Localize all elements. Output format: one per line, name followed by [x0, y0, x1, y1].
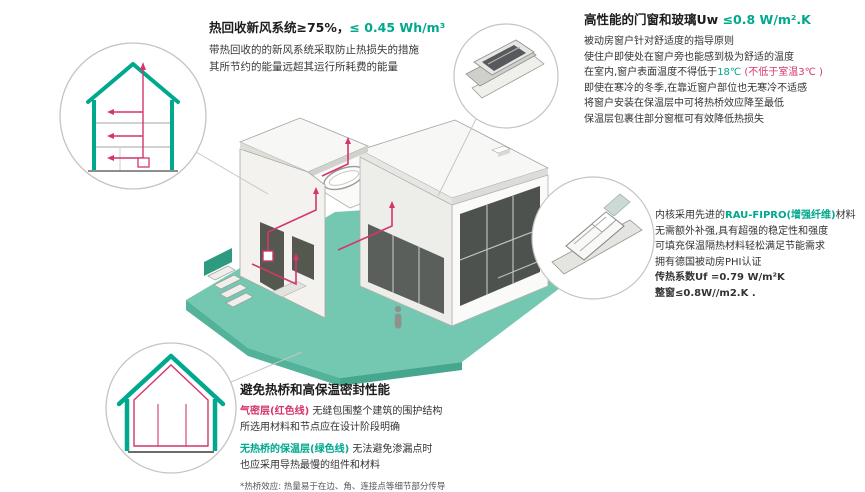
frame-text-block: 内核采用先进的RAU-FIPRO(增强纤维)材料 无需额外补强,具有超强的稳定性… [655, 208, 863, 301]
windows-line4: 即使在寒冷的冬季,在靠近窗户部位也无寒冷不适感 [584, 82, 808, 94]
glass-pane [603, 193, 631, 217]
frame-line2: 无需额外补强,具有超强的稳定性和强度 [655, 225, 829, 237]
frame-line4: 拥有德国被动房PHI认证 [655, 256, 762, 268]
airflow-arrows [107, 62, 146, 161]
windows-title-value: ≤0.8 W/m².K [722, 12, 811, 27]
thermal-footnote: *热桥效应: 热量易于在边、角、连接点等细节部分传导 [240, 482, 446, 492]
frame-line1-material: RAU-FIPRO(增强纤维) [725, 210, 836, 221]
section-roof [86, 62, 180, 104]
callout-frame-profile [531, 176, 655, 300]
thermal-p1-line1: 气密层(红色线) 无缝包围整个建筑的围护结构 [240, 404, 560, 420]
thermal-p2-line2: 也应采用导热最慢的组件和材料 [240, 459, 380, 471]
windows-line3-note: (不低于室温3℃ ) [741, 67, 823, 79]
windows-line3-temp: 18℃ [717, 67, 742, 79]
person-figure [394, 305, 402, 329]
ventilation-title-value: ≤ 0.45 Wh/m³ [349, 20, 446, 35]
thermal-title: 避免热桥和高保温密封性能 [240, 382, 391, 397]
frame-line1-text-a: 内核采用先进的 [655, 210, 725, 221]
windows-line5: 将窗户安装在保温层中可将热桥效应降至最低 [584, 98, 784, 110]
windows-text-block: 高性能的门窗和玻璃Uw ≤0.8 W/m².K 被动房窗户针对舒适度的指导原则 … [584, 12, 860, 127]
ventilation-duct-lines [251, 144, 393, 286]
airtight-layer-label: 气密层(红色线) [240, 406, 310, 418]
thermal-text-block: 避免热桥和高保温密封性能 气密层(红色线) 无缝包围整个建筑的围护结构 所选用材… [240, 382, 560, 492]
glass-curtain-wall [460, 186, 540, 306]
stairs [207, 265, 254, 308]
section-hrv-unit [137, 157, 150, 168]
windows-line6: 保温层包裹住部分窗框可有效降低热损失 [584, 113, 764, 125]
callout-thermal-envelope [105, 342, 237, 474]
spacer [240, 435, 560, 442]
thermal-p2-line1: 无热桥的保温层(绿色线) 无法避免渗漏点时 [240, 442, 560, 458]
windows-line1: 被动房窗户针对舒适度的指导原则 [584, 36, 734, 48]
frame-line1-text-b: 材料 [835, 210, 856, 221]
thermal-p1-line2: 所选用材料和节点应在设计阶段明确 [240, 421, 400, 433]
ventilation-desc-line2: 其所节约的能量远超其运行所耗费的能量 [209, 61, 398, 74]
callout-ventilation [59, 42, 207, 190]
house-left-wing [238, 117, 370, 319]
frame-uf-value: 传热系数Uf =0.79 W/m²K [655, 272, 785, 283]
ventilation-title: 热回收新风系统≥75%，≤ 0.45 Wh/m³ [209, 20, 481, 36]
hrv-unit [262, 250, 274, 262]
airtight-layer-line [133, 364, 209, 447]
thermal-p2-text: 无法避免渗漏点时 [349, 444, 433, 456]
ventilation-duct-arrows [293, 137, 395, 260]
house-right-wing [358, 119, 550, 327]
frame-line3: 可填充保温隔热材料轻松满足节能需求 [655, 241, 825, 252]
insulation-layer-label: 无热桥的保温层(绿色线) [240, 444, 350, 456]
windows-title-text: 高性能的门窗和玻璃Uw [584, 12, 723, 27]
windows-line3-text: 在室内,窗户表面温度不得低于 [584, 67, 718, 79]
section-duct-lines [114, 70, 144, 162]
window-opening [292, 236, 314, 280]
frame-uw-value: 整窗≤0.8W//m2.K . [655, 287, 756, 299]
frame-line1: 内核采用先进的RAU-FIPRO(增强纤维)材料 [655, 208, 863, 224]
windows-title: 高性能的门窗和玻璃Uw ≤0.8 W/m².K [584, 12, 860, 28]
callout-connector-lines [195, 118, 538, 383]
callout-window-detail [453, 23, 559, 129]
kitchen-counter [271, 280, 307, 298]
thermal-p1-text: 无缝包围整个建筑的围护结构 [309, 406, 443, 418]
windows-line3: 在室内,窗户表面温度不得低于18℃ (不低于室温3℃ ) [584, 65, 860, 81]
ventilation-desc-line1: 带热回收的的新风系统采取防止热损失的措施 [209, 44, 419, 57]
insulation-layer-line [116, 353, 226, 407]
ventilation-text-block: 热回收新风系统≥75%，≤ 0.45 Wh/m³ 带热回收的的新风系统采取防止热… [209, 20, 481, 76]
ventilation-title-text: 热回收新风系统≥75%， [209, 20, 350, 35]
glass-doors [368, 224, 444, 314]
windows-line2: 使住户即使处在窗户旁也能感到极为舒适的温度 [584, 51, 794, 63]
